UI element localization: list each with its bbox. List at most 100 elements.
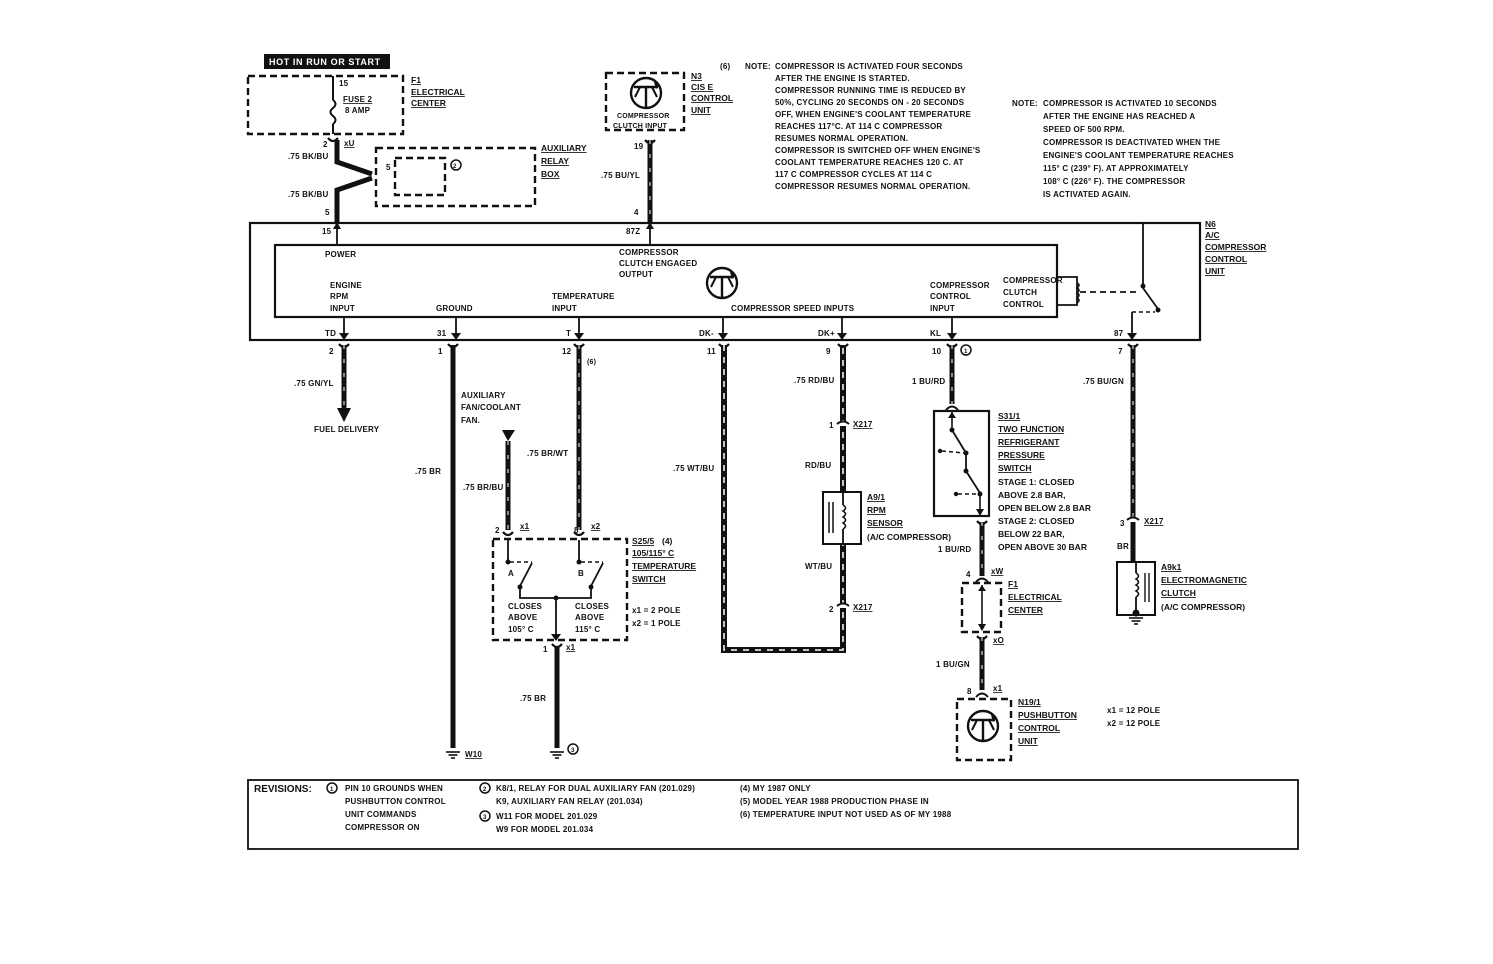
wire-label-brwt: .75 BR/WT (527, 449, 568, 458)
s25-right-3: 115° C (575, 625, 600, 634)
pin-7: 7 (1118, 347, 1123, 356)
relay-coil-icon (1075, 282, 1080, 304)
note6-line: AFTER THE ENGINE IS STARTED. (775, 74, 910, 83)
s25-name-2: TEMPERATURE (632, 561, 696, 571)
note6-line: COMPRESSOR RESUMES NORMAL OPERATION. (775, 182, 970, 191)
n6-clutch-out-1: COMPRESSOR (619, 248, 679, 257)
rev-2-line: K8/1, RELAY FOR DUAL AUXILIARY FAN (201.… (496, 784, 695, 793)
note-ref-1: 1 (964, 349, 968, 355)
f1-pin-bottom: 2 (323, 140, 328, 149)
s25-conn-bottom: x1 (566, 643, 576, 652)
n3-name-2: CONTROL (691, 93, 733, 103)
n6-pin-dkp: DK+ (818, 329, 835, 338)
s25-pin-left: 2 (495, 526, 500, 535)
transistor-icon (966, 709, 1000, 743)
n3-label-2: CLUTCH INPUT (613, 123, 668, 130)
n3-cis-e-control-unit: COMPRESSOR CLUTCH INPUT N3 CIS E CONTROL… (604, 71, 733, 132)
n6-ctrl-2: CONTROL (930, 292, 971, 301)
rev-1-icon (326, 782, 338, 794)
rev-note-5: (5) MODEL YEAR 1988 PRODUCTION PHASE IN (740, 797, 929, 806)
note2-line: 108° C (226° F). THE COMPRESSOR (1043, 177, 1185, 186)
s25-right-2: ABOVE (575, 613, 605, 622)
wire-compressor-control: 1 BU/RD (912, 342, 959, 411)
ground-icon (1128, 617, 1144, 625)
note2-label: NOTE: (1012, 99, 1038, 108)
n6-pin-dkm: DK- (699, 329, 714, 338)
aux-fan-1: AUXILIARY (461, 391, 506, 400)
wire-ground: AUXILIARY FAN/COOLANT FAN. .75 BR W10 (415, 342, 521, 759)
n3-name-1: CIS E (691, 82, 714, 92)
n6-clutch-out-2: CLUTCH ENGAGED (619, 259, 697, 268)
transistor-icon (705, 266, 739, 300)
n3-id: N3 (691, 71, 702, 81)
a9-name-2: SENSOR (867, 518, 903, 528)
n19-name-2: CONTROL (1018, 723, 1060, 733)
n6-name-3: CONTROL (1205, 254, 1247, 264)
n6-relay-2: CLUTCH (1003, 288, 1037, 297)
a9k1-name-2: CLUTCH (1161, 588, 1196, 598)
pin-1: 1 (438, 347, 443, 356)
f1b-conn-top: xW (991, 567, 1004, 576)
x217-pin-2: 2 (829, 605, 834, 614)
n6-speed-label: COMPRESSOR SPEED INPUTS (731, 304, 855, 313)
note2-line: ENGINE'S COOLANT TEMPERATURE REACHES (1043, 151, 1234, 160)
f1-connector: xU (344, 139, 355, 148)
aux-relay-name-1: AUXILIARY (541, 143, 587, 153)
s25-name-3: SWITCH (632, 574, 666, 584)
arrow-icon (337, 408, 351, 422)
transistor-icon (629, 76, 663, 110)
note-6: (6) NOTE: COMPRESSOR IS ACTIVATED FOUR S… (720, 62, 981, 191)
s25-pin-bottom: 1 (543, 645, 548, 654)
f1-pin-top: 15 (339, 79, 349, 88)
note6-line: 117 C COMPRESSOR CYCLES AT 114 C (775, 170, 932, 179)
wire-label-bkbu-2: .75 BK/BU (288, 190, 328, 199)
n6-name-2: COMPRESSOR (1205, 242, 1266, 252)
f1b-conn-bottom: xO (993, 636, 1004, 645)
pressure-contact-2-icon (965, 470, 981, 494)
f1b-name-2: CENTER (1008, 605, 1043, 615)
aux-relay-name-2: RELAY (541, 156, 569, 166)
wire-label-wtbu: .75 WT/BU (673, 464, 714, 473)
pressure-contact-1-icon (951, 429, 967, 454)
f1b-id: F1 (1008, 579, 1018, 589)
x217-pin-1: 1 (829, 421, 834, 430)
n6-pin-t: T (566, 329, 571, 338)
f1b-name-1: ELECTRICAL (1008, 592, 1062, 602)
relay-switch-icon (1142, 287, 1159, 310)
wire-aux-fan: .75 BR/BU (463, 430, 515, 530)
pin-11: 11 (707, 347, 716, 356)
aux-relay-pin: 5 (386, 163, 391, 172)
pin-12: 12 (562, 347, 572, 356)
fuse-rating: 8 AMP (345, 106, 371, 115)
note2-line: AFTER THE ENGINE HAS REACHED A (1043, 112, 1195, 121)
n6-pin-87: 87 (1114, 329, 1124, 338)
wire-label-burd: 1 BU/RD (912, 377, 945, 386)
note6-line: COMPRESSOR IS SWITCHED OFF WHEN ENGINE'S (775, 146, 981, 155)
n6-pin-15: 15 (322, 227, 332, 236)
rev-3-line: W9 FOR MODEL 201.034 (496, 825, 594, 834)
note6-ref: (6) (720, 62, 731, 71)
wire-label-buyl: .75 BU/YL (601, 171, 640, 180)
n19-legend-2: x2 = 12 POLE (1107, 719, 1161, 728)
s25-left-2: ABOVE (508, 613, 538, 622)
s31-id: S31/1 (998, 411, 1020, 421)
n6-pin-td: TD (325, 329, 336, 338)
note2-line: COMPRESSOR IS DEACTIVATED WHEN THE (1043, 138, 1221, 147)
n6-rpm-3: INPUT (330, 304, 355, 313)
f1b-pin-top: 4 (966, 570, 971, 579)
note-ref-2: 2 (453, 164, 457, 170)
coil-icon (1134, 572, 1140, 598)
s31-stage2-1: STAGE 2: CLOSED (998, 516, 1074, 526)
a9-name-1: RPM (867, 505, 886, 515)
wire-label-gnyl: .75 GN/YL (294, 379, 334, 388)
x217-conn-3: X217 (1144, 517, 1164, 526)
n6-relay-3: CONTROL (1003, 300, 1044, 309)
n19-name-3: UNIT (1018, 736, 1039, 746)
n6-ac-compressor-control-unit: 15 87Z POWER COMPRESSOR CLUTCH ENGAGED O… (248, 219, 1266, 342)
s31-pressure-switch: S31/1 TWO FUNCTION REFRIGERANT PRESSURE … (932, 409, 1091, 552)
s31-stage2-2: BELOW 22 BAR, (998, 529, 1065, 539)
wire-clutch: .75 BU/GN 3 X217 BR (1083, 342, 1164, 562)
n6-temp-1: TEMPERATURE (552, 292, 615, 301)
rev-1-line: PIN 10 GROUNDS WHEN (345, 784, 443, 793)
note6-line: OFF, WHEN ENGINE'S COOLANT TEMPERATURE (775, 110, 971, 119)
